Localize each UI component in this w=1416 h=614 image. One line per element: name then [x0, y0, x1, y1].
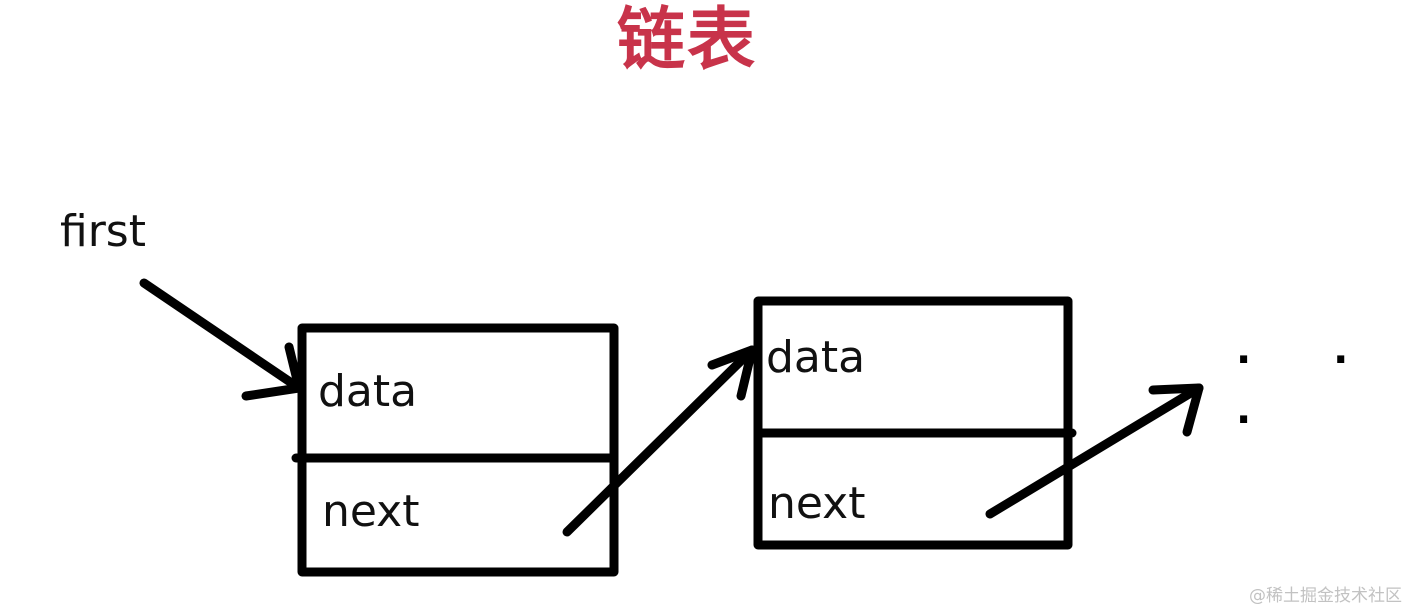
first-label: first	[60, 206, 146, 257]
page-title: 链表	[616, 1, 757, 80]
watermark: @稀土掘金技术社区	[1249, 586, 1402, 606]
node-2-box	[753, 296, 1073, 550]
node-2-data-label: data	[766, 332, 866, 383]
continuation-ellipsis: · · ·	[1236, 337, 1383, 443]
first-pointer-arrow	[139, 278, 304, 401]
node-1-next-label: next	[322, 486, 420, 537]
node-1-box	[297, 323, 619, 577]
node-2-next-label: next	[768, 478, 866, 529]
node-1-next-arrow	[562, 345, 757, 537]
node-2-next-arrow	[985, 383, 1204, 519]
node-1-data-label: data	[318, 366, 418, 417]
